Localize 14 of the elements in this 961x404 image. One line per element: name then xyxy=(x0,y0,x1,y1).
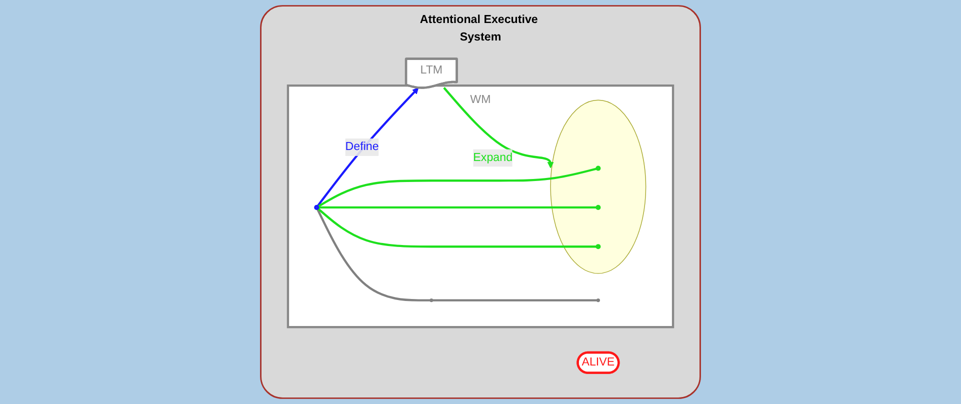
arrow xyxy=(316,88,419,207)
arrow xyxy=(443,87,554,168)
node-circle xyxy=(314,204,320,210)
node-circle xyxy=(596,298,600,302)
node-circle xyxy=(596,244,601,250)
node-circle xyxy=(596,204,601,210)
connector xyxy=(318,206,597,209)
connector xyxy=(317,168,598,208)
edge-label: Define xyxy=(345,140,379,154)
edge-label: Expand xyxy=(473,151,513,164)
connector xyxy=(316,208,430,302)
node-circle xyxy=(596,166,601,171)
connector xyxy=(432,299,597,302)
connector xyxy=(317,208,597,248)
